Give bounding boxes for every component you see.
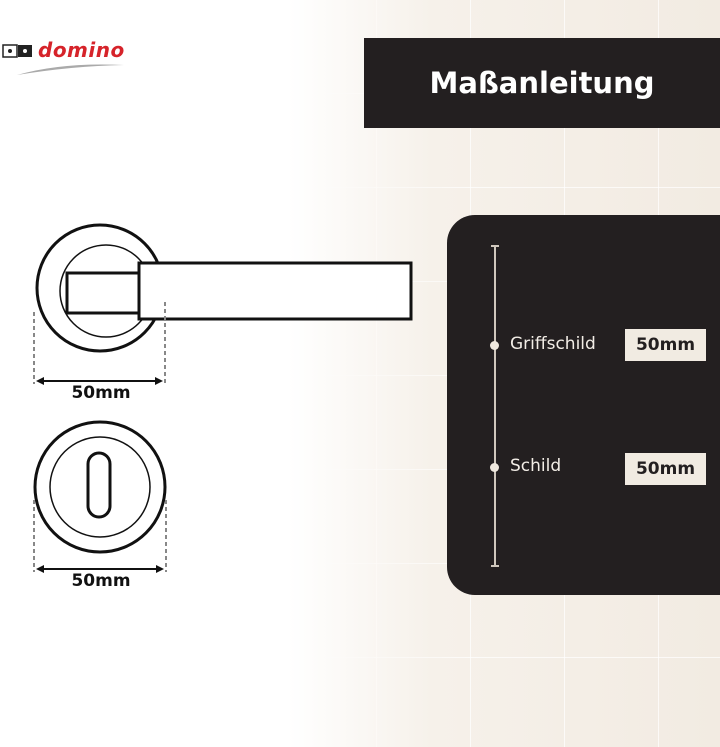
key-rosette-outer	[33, 420, 167, 554]
bullet-icon	[490, 341, 499, 350]
handle-drawing	[33, 223, 413, 573]
spec-label: Griffschild	[510, 334, 596, 354]
logo-text: domino	[38, 38, 125, 62]
handle-dimension-label: 50mm	[71, 383, 131, 403]
handle-lever	[137, 261, 413, 321]
spec-value: 50mm	[625, 453, 706, 485]
title-banner: Maßanleitung	[364, 38, 720, 128]
logo-domino-icon	[2, 44, 124, 75]
timeline-line	[491, 245, 499, 567]
spec-label: Schild	[510, 456, 562, 476]
page-title: Maßanleitung	[429, 66, 655, 100]
handle-neck	[65, 271, 143, 315]
keyhole-icon	[86, 451, 112, 519]
spec-value: 50mm	[625, 329, 706, 361]
bullet-icon	[490, 463, 499, 472]
key-rosette-inner	[49, 436, 151, 538]
domino-logo: domino	[2, 38, 127, 78]
key-dimension-label: 50mm	[71, 571, 131, 591]
spec-card: Griffschild 50mm Schild 50mm	[447, 215, 720, 595]
